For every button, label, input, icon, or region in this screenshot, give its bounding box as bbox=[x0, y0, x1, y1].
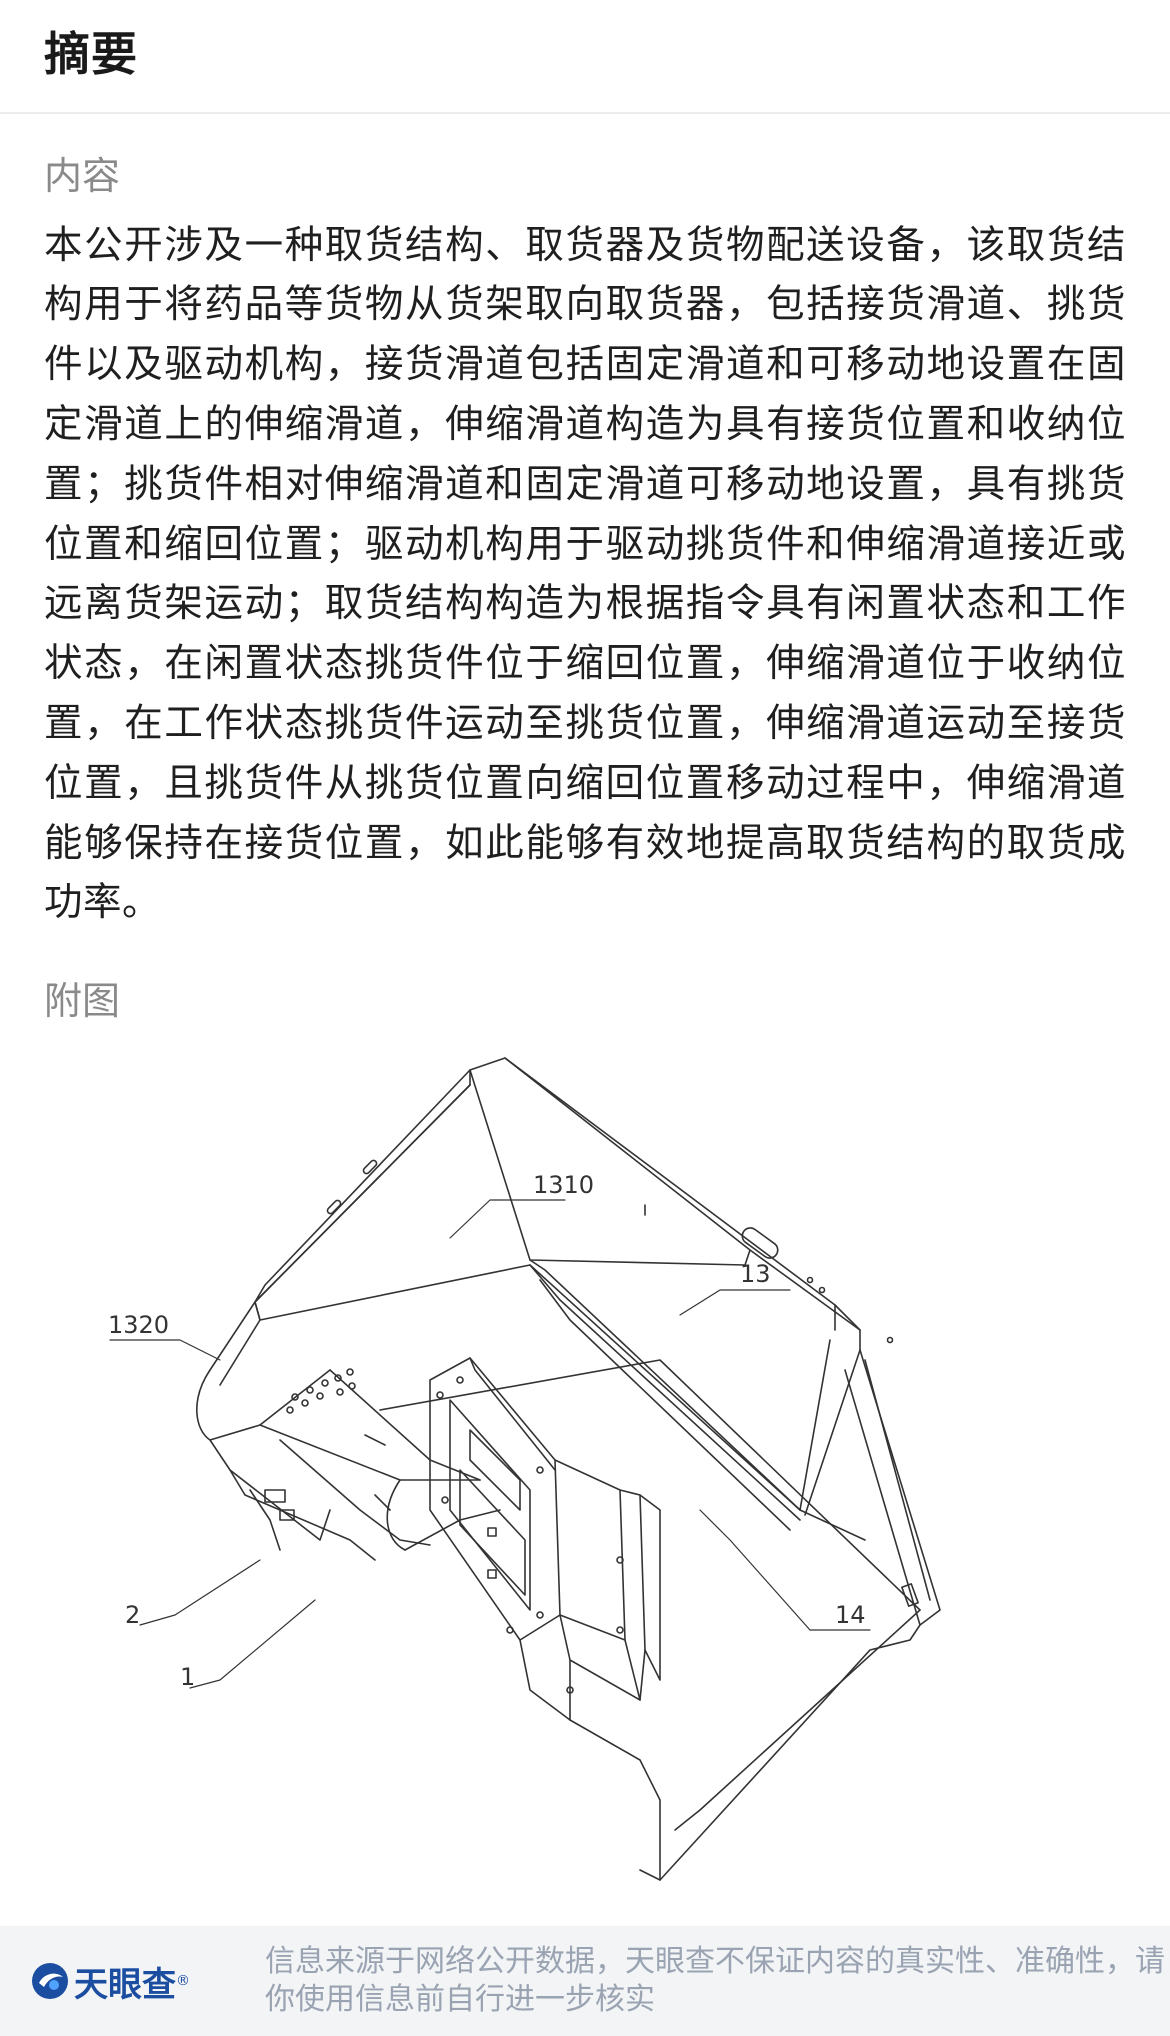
page-header: 摘要 bbox=[0, 0, 1170, 114]
footer-bar: 天眼查® 信息来源于网络公开数据，天眼查不保证内容的真实性、准确性，请你使用信息… bbox=[0, 1926, 1170, 2036]
callout-label-14: 14 bbox=[835, 1601, 866, 1629]
disclaimer-text: 信息来源于网络公开数据，天眼查不保证内容的真实性、准确性，请你使用信息前自行进一… bbox=[265, 1944, 1165, 2017]
brand-name: 天眼查 bbox=[74, 1964, 176, 2005]
callout-label-1310: 1310 bbox=[533, 1171, 594, 1199]
figure-label: 附图 bbox=[44, 979, 121, 1024]
tianyancha-logo-icon bbox=[32, 1963, 68, 1999]
page-title: 摘要 bbox=[44, 27, 138, 81]
registered-mark: ® bbox=[176, 1973, 190, 1989]
patent-drawing-svg: 1310 13 1320 2 1 14 bbox=[108, 1057, 941, 1881]
content-label: 内容 bbox=[44, 154, 121, 198]
callout-label-1320: 1320 bbox=[108, 1311, 169, 1339]
callout-label-1: 1 bbox=[180, 1663, 195, 1691]
abstract-content: 内容 本公开涉及一种取货结构、取货器及货物配送设备，该取货结构用于将药品等货物从… bbox=[0, 154, 1170, 1025]
abstract-text: 本公开涉及一种取货结构、取货器及货物配送设备，该取货结构用于将药品等货物从货架取… bbox=[44, 222, 1126, 926]
brand-logo[interactable]: 天眼查® bbox=[30, 1957, 235, 2006]
callout-label-2: 2 bbox=[125, 1601, 140, 1629]
patent-drawing[interactable]: 1310 13 1320 2 1 14 bbox=[100, 1040, 1050, 1900]
callout-label-13: 13 bbox=[740, 1260, 771, 1288]
